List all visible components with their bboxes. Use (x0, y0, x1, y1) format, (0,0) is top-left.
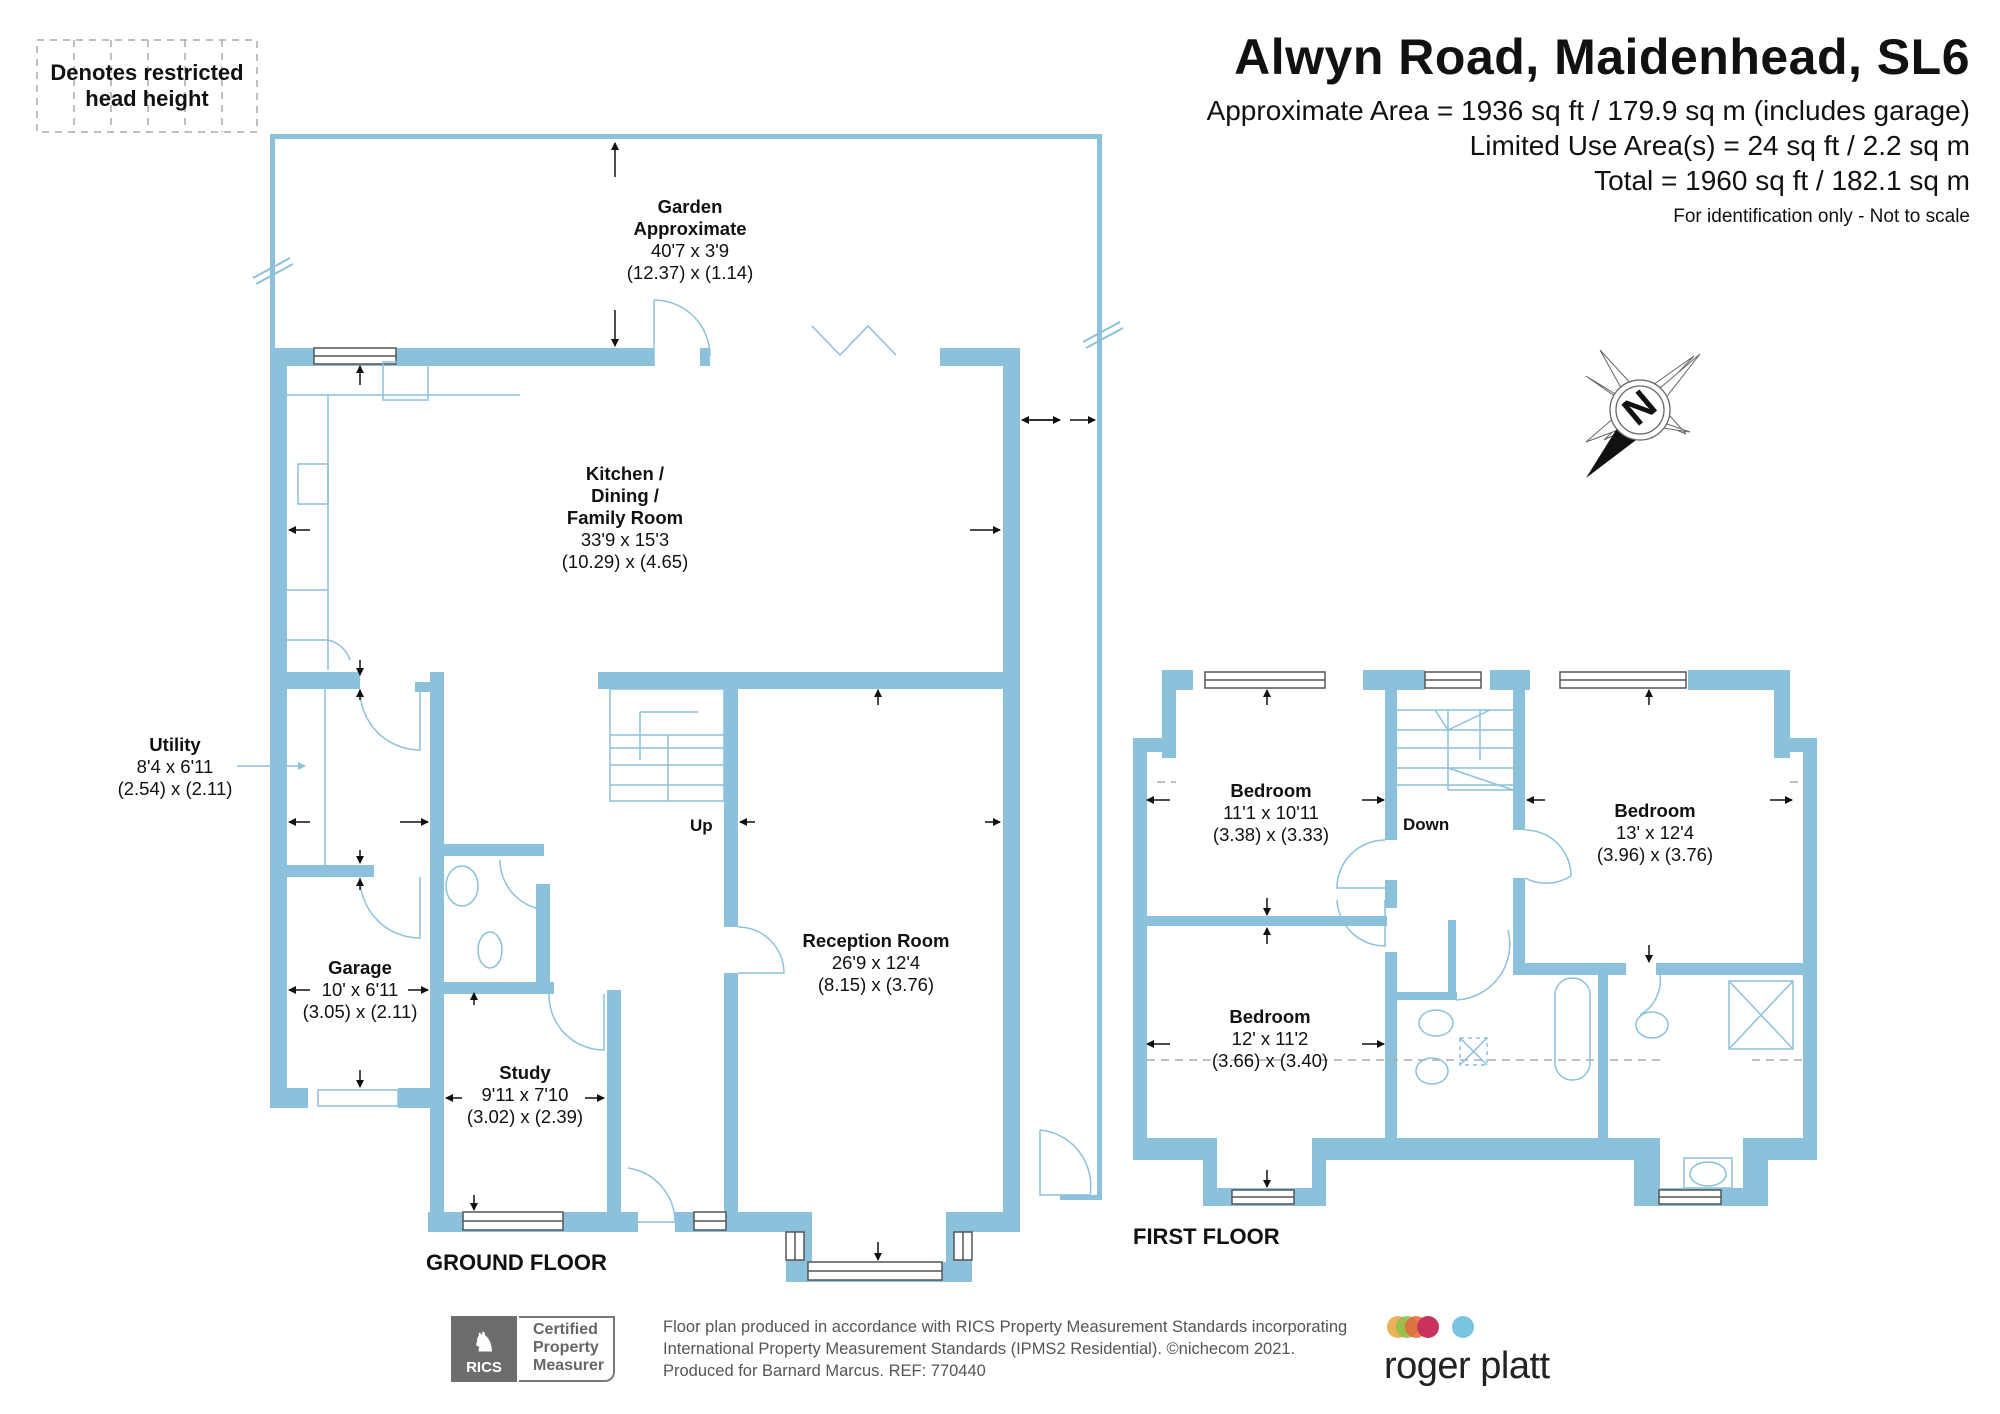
restricted-height-legend-box (36, 39, 258, 133)
brand-dot (1417, 1316, 1439, 1338)
room-dims-imperial: 13' x 12'4 (1615, 822, 1695, 843)
room-dims-metric: (3.02) x (2.39) (466, 1106, 584, 1127)
room-dims-imperial: 9'11 x 7'10 (481, 1084, 569, 1105)
footer-line-1: Floor plan produced in accordance with R… (663, 1318, 1348, 1336)
brand-dots-logo (1387, 1316, 1474, 1338)
room-dims-metric: (3.96) x (3.76) (1596, 844, 1714, 865)
stairs-up-label: Up (690, 816, 713, 835)
first-floor-fixtures (1147, 709, 1803, 1189)
limited-use-area: Limited Use Area(s) = 24 sq ft / 2.2 sq … (1469, 130, 1970, 161)
room-name: Bedroom (1614, 800, 1696, 821)
room-dims-imperial: 12' x 11'2 (1231, 1028, 1309, 1049)
scale-disclaimer: For identification only - Not to scale (1673, 206, 1970, 227)
room-label-kitchen-dining-family: Kitchen / Dining / Family Room 33'9 x 15… (562, 463, 688, 573)
ground-floor-fixtures (287, 299, 1092, 1223)
cert-line-1: Certified (533, 1321, 598, 1338)
brand-dot (1452, 1316, 1474, 1338)
legend-line-1: Denotes restricted (50, 60, 244, 85)
room-name: Reception Room (802, 930, 950, 951)
ground-floor-plan (237, 134, 1124, 1282)
room-name-line2: Dining / (591, 485, 659, 506)
room-dims-imperial: 11'1 x 10'11 (1223, 802, 1319, 823)
room-dims-metric: (3.05) x (2.11) (302, 1001, 418, 1022)
room-dims-imperial: 8'4 x 6'11 (136, 756, 214, 777)
room-label-study: Study 9'11 x 7'10 (3.02) x (2.39) (467, 1062, 583, 1128)
room-dims-metric: (12.37) x (1.14) (626, 262, 754, 283)
room-label-bedroom-2: Bedroom 13' x 12'4 (3.96) x (3.76) (1597, 800, 1713, 866)
rics-logo: ♞ RICS (451, 1316, 517, 1382)
first-floor-plan (1133, 670, 1817, 1206)
property-title: Alwyn Road, Maidenhead, SL6 (1234, 29, 1970, 85)
cert-line-3: Measurer (533, 1357, 605, 1374)
room-label-utility: Utility 8'4 x 6'11 (2.54) x (2.11) (118, 734, 233, 800)
room-label-garage: Garage 10' x 6'11 (3.05) x (2.11) (303, 957, 418, 1023)
room-name-line2: Approximate (633, 218, 747, 239)
room-name: Garden (657, 196, 723, 217)
room-name-line3: Family Room (566, 507, 684, 528)
total-area: Total = 1960 sq ft / 182.1 sq m (1594, 165, 1970, 196)
garden-boundary (270, 134, 1102, 1200)
garage-door (317, 1089, 399, 1107)
room-dims-imperial: 26'9 x 12'4 (831, 952, 921, 973)
first-floor-label: FIRST FLOOR (1133, 1224, 1280, 1249)
room-dims-metric: (8.15) x (3.76) (817, 974, 935, 995)
footer-line-2: International Property Measurement Stand… (663, 1340, 1296, 1358)
room-dims-imperial: 33'9 x 15'3 (580, 529, 670, 550)
stairs-down-label: Down (1403, 815, 1450, 834)
room-dims-imperial: 40'7 x 3'9 (650, 240, 730, 261)
brand-name: roger platt (1384, 1345, 1550, 1387)
room-name: Study (499, 1062, 551, 1083)
restricted-height-legend: Denotes restricted head height (37, 40, 257, 132)
room-dims-metric: (10.29) x (4.65) (561, 551, 689, 572)
room-label-bedroom-3: Bedroom 12' x 11'2 (3.66) x (3.40) (1212, 1006, 1328, 1072)
room-label-bedroom-1: Bedroom 11'1 x 10'11 (3.38) x (3.33) (1213, 780, 1329, 846)
footer-line-3: Produced for Barnard Marcus. REF: 770440 (663, 1362, 986, 1380)
first-floor-windows (1204, 671, 1722, 1205)
certified-property-measurer-badge: Certified Property Measurer (519, 1316, 615, 1382)
ground-floor-dimension-arrows (288, 142, 1096, 1261)
room-dims-metric: (3.66) x (3.40) (1211, 1050, 1329, 1071)
rics-lion-icon: ♞ (472, 1327, 496, 1357)
rics-logo-text: RICS (466, 1359, 502, 1376)
room-dims-metric: (2.54) x (2.11) (117, 778, 233, 799)
room-label-reception: Reception Room 26'9 x 12'4 (8.15) x (3.7… (803, 930, 950, 996)
room-name: Garage (328, 957, 392, 978)
legend-line-2: head height (85, 86, 209, 111)
room-name: Bedroom (1229, 1006, 1311, 1027)
north-compass-icon (1585, 349, 1701, 478)
approximate-area: Approximate Area = 1936 sq ft / 179.9 sq… (1206, 95, 1970, 126)
ground-floor-windows (313, 347, 973, 1281)
room-dims-metric: (3.38) x (3.33) (1212, 824, 1330, 845)
first-floor-walls (1133, 670, 1817, 1206)
cert-line-2: Property (533, 1339, 599, 1356)
room-label-garden: Garden Approximate 40'7 x 3'9 (12.37) x … (627, 196, 753, 284)
ground-floor-label: GROUND FLOOR (426, 1250, 607, 1275)
room-name: Bedroom (1230, 780, 1312, 801)
first-floor-dimension-arrows (1146, 689, 1793, 1188)
room-name: Utility (149, 734, 201, 755)
room-dims-imperial: 10' x 6'11 (321, 979, 399, 1000)
room-name: Kitchen / (585, 463, 665, 484)
footer-disclaimer: Floor plan produced in accordance with R… (663, 1316, 1347, 1382)
